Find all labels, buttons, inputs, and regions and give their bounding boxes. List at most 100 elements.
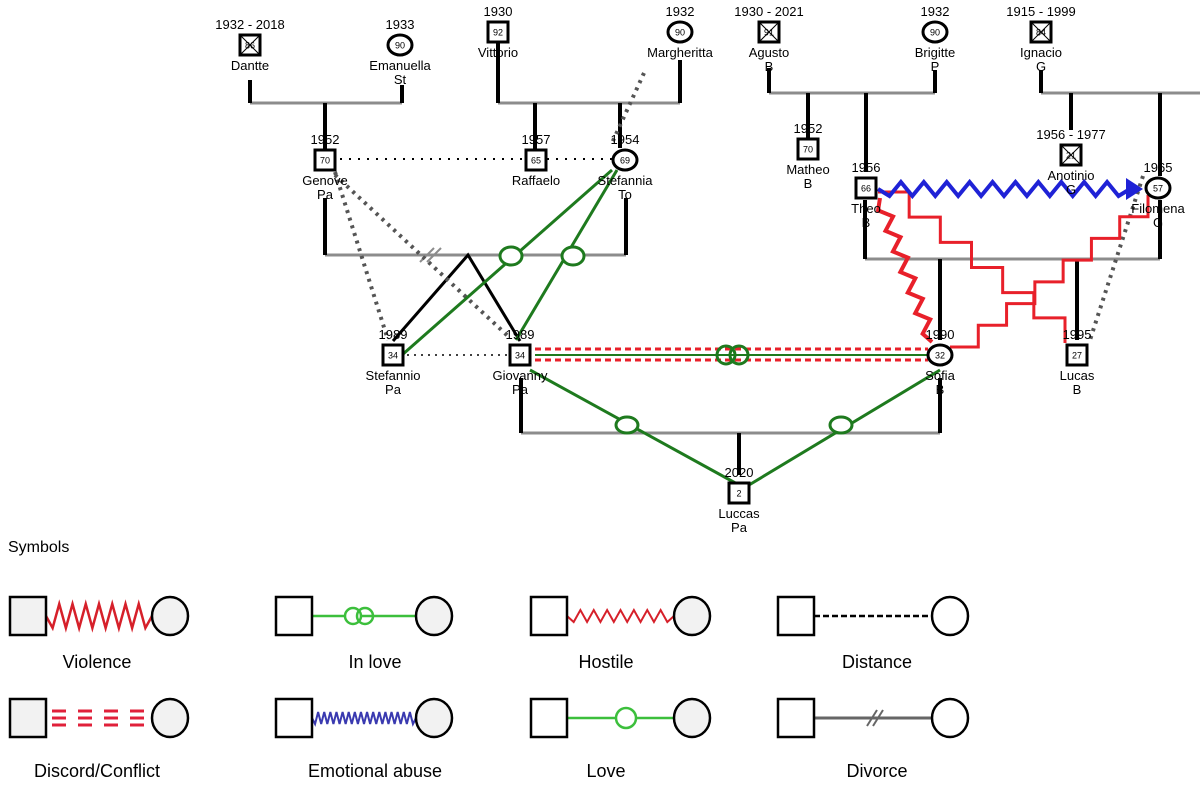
female-circle (414, 595, 454, 637)
love-marker (614, 706, 638, 730)
name-label: Vittorio (478, 45, 518, 60)
distance-line (610, 72, 646, 144)
male-square (274, 697, 314, 739)
female-circle (930, 595, 970, 637)
years-label: 1989 (506, 327, 535, 342)
female-circle (150, 697, 190, 739)
name-label: Theo (851, 201, 881, 216)
male-square (854, 176, 878, 200)
male-square (8, 595, 48, 637)
years-label: 1932 (921, 4, 950, 19)
surname-label: G (1153, 215, 1163, 230)
name-label: Luccas (718, 506, 760, 521)
female-circle (921, 20, 949, 44)
in-love-marker (715, 344, 737, 366)
surname-label: G (1066, 182, 1076, 197)
legend-label: Hostile (578, 652, 633, 672)
female-circle (1144, 176, 1172, 200)
legend-item-distance: Distance (776, 595, 970, 672)
name-label: Giovanny (493, 368, 548, 383)
age-label: 69 (620, 156, 630, 166)
divorce-slash (866, 709, 878, 727)
distance-line (333, 171, 390, 341)
female-circle (611, 148, 639, 172)
female-circle (666, 20, 694, 44)
surname-label: P (931, 59, 940, 74)
male-square (8, 697, 48, 739)
love-marker (828, 415, 854, 435)
age-label: 34 (388, 351, 398, 361)
years-label: 1930 (484, 4, 513, 19)
legend-item-divorce: Divorce (776, 697, 970, 781)
years-label: 1965 (1144, 160, 1173, 175)
love-marker (560, 245, 586, 267)
male-square (274, 595, 314, 637)
female-circle (386, 33, 414, 57)
years-label: 1932 (666, 4, 695, 19)
age-label: 92 (493, 28, 503, 38)
relationship-lines (248, 42, 1200, 487)
love-marker (498, 245, 524, 267)
surname-label: B (804, 176, 813, 191)
years-label: 1930 - 2021 (734, 4, 803, 19)
deceased-mark (239, 34, 261, 56)
years-label: 1952 (794, 121, 823, 136)
hostile-line (950, 195, 1150, 349)
legend-label: In love (348, 652, 401, 672)
name-label: Emanuella (369, 58, 431, 73)
legend-item-hostile: Hostile (529, 595, 712, 672)
name-label: Raffaelo (512, 173, 560, 188)
hostile-symbol (566, 607, 675, 625)
surname-label: Pa (385, 382, 402, 397)
name-label: Margheritta (647, 45, 714, 60)
surname-label: To (618, 187, 632, 202)
male-square (727, 481, 751, 505)
years-label: 1995 (1063, 327, 1092, 342)
name-label: Genove (302, 173, 348, 188)
violence-line (875, 197, 934, 344)
legend-label: Love (586, 761, 625, 781)
female-circle (926, 343, 954, 367)
legend-item-violence: Violence (8, 595, 190, 672)
in-love-marker (355, 606, 375, 626)
age-label: 90 (395, 41, 405, 51)
emotional-abuse-symbol (311, 711, 417, 727)
surname-label: G (1036, 59, 1046, 74)
years-label: 1933 (386, 17, 415, 32)
violence-symbol (44, 599, 154, 633)
years-label: 1957 (522, 132, 551, 147)
descent-line (391, 252, 522, 342)
legend-label: Distance (842, 652, 912, 672)
surname-label: Pa (512, 382, 529, 397)
surname-label: B (862, 215, 871, 230)
legend-item-in-love: In love (274, 595, 454, 672)
age-label: 32 (935, 351, 945, 361)
divorce-slash (426, 247, 442, 263)
age-label: 91 (764, 28, 774, 38)
name-label: Sofia (925, 368, 955, 383)
legend-label: Emotional abuse (308, 761, 442, 781)
surname-label: Pa (317, 187, 334, 202)
male-square (486, 20, 510, 44)
years-label: 1932 - 2018 (215, 17, 284, 32)
years-label: 1956 - 1977 (1036, 127, 1105, 142)
years-label: 1952 (311, 132, 340, 147)
name-label: Dantte (231, 58, 269, 73)
name-label: Brigitte (915, 45, 955, 60)
surname-label: Pa (731, 520, 748, 535)
